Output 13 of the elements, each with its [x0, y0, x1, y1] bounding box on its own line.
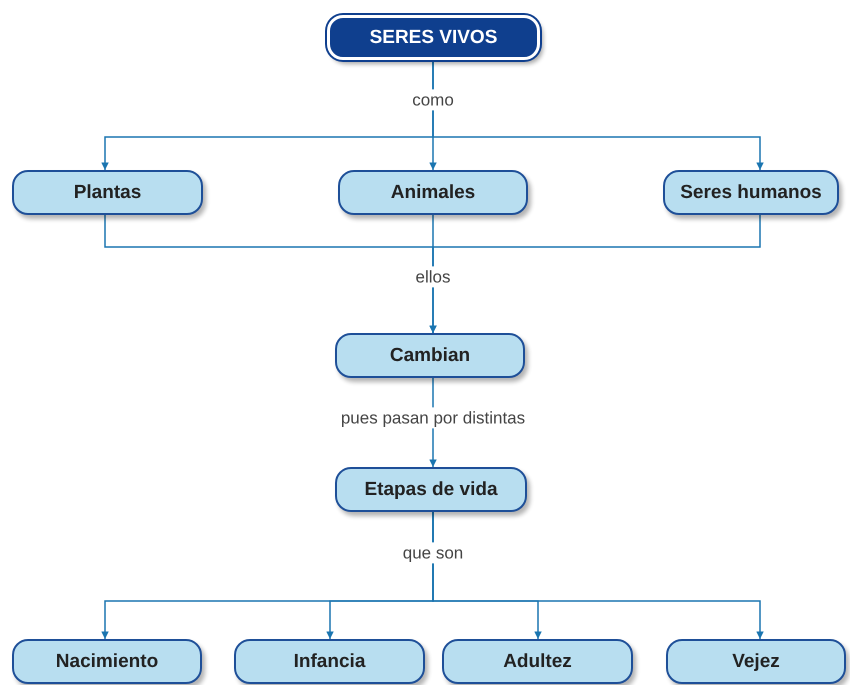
title-box: SERES VIVOS: [327, 15, 540, 60]
concept-box: Infancia: [234, 639, 425, 684]
concept-box: Seres humanos: [663, 170, 839, 215]
arrow: [432, 60, 764, 170]
concept-box: Nacimiento: [12, 639, 202, 684]
concept-box: Adultez: [442, 639, 633, 684]
arrow: [432, 512, 764, 639]
concept-box: Etapas de vida: [335, 467, 527, 512]
concept-box: Vejez: [666, 639, 846, 684]
concept-box: Cambian: [335, 333, 525, 378]
arrow: [429, 215, 761, 333]
concept-box: Plantas: [12, 170, 203, 215]
concept-box: Animales: [338, 170, 528, 215]
